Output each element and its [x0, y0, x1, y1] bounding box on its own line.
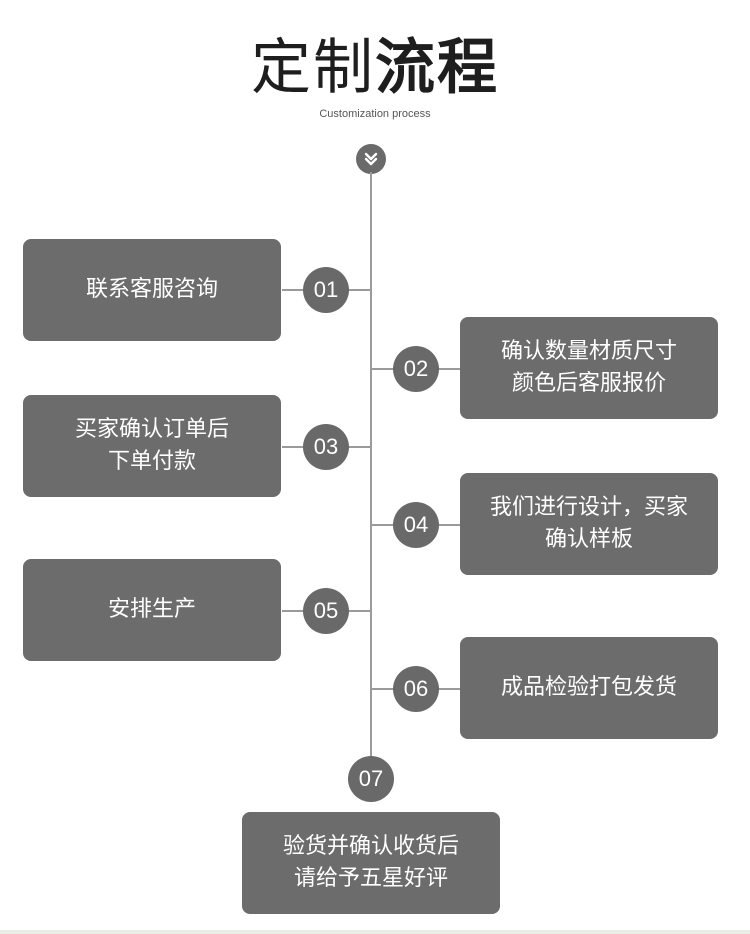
chevron-down-icon — [356, 144, 386, 174]
step-box-02: 确认数量材质尺寸 颜色后客服报价 — [460, 317, 718, 419]
step-number-02: 02 — [393, 346, 439, 392]
step-box-04: 我们进行设计，买家 确认样板 — [460, 473, 718, 575]
step-box-06: 成品检验打包发货 — [460, 637, 718, 739]
step-number-05: 05 — [303, 588, 349, 634]
step-number-03: 03 — [303, 424, 349, 470]
connector-02-right — [438, 368, 460, 370]
step-box-05: 安排生产 — [23, 559, 281, 661]
connector-04-left — [372, 524, 394, 526]
step-box-07: 验货并确认收货后 请给予五星好评 — [242, 812, 500, 914]
connector-01-right — [348, 289, 370, 291]
page-title: 定制流程 — [0, 28, 750, 108]
title-light: 定制 — [251, 33, 375, 103]
connector-05-right — [348, 610, 370, 612]
connector-01-left — [282, 289, 304, 291]
connector-03-right — [348, 446, 370, 448]
connector-02-left — [372, 368, 394, 370]
connector-05-left — [282, 610, 304, 612]
timeline-line — [370, 172, 372, 762]
step-number-01: 01 — [303, 267, 349, 313]
step-number-04: 04 — [393, 502, 439, 548]
step-number-06: 06 — [393, 666, 439, 712]
connector-03-left — [282, 446, 304, 448]
bottom-rule — [0, 930, 750, 934]
title-bold: 流程 — [375, 33, 499, 103]
step-number-07: 07 — [348, 756, 394, 802]
connector-06-right — [438, 688, 460, 690]
connector-06-left — [372, 688, 394, 690]
step-box-01: 联系客服咨询 — [23, 239, 281, 341]
connector-04-right — [438, 524, 460, 526]
page-subtitle: Customization process — [319, 108, 431, 120]
step-box-03: 买家确认订单后 下单付款 — [23, 395, 281, 497]
